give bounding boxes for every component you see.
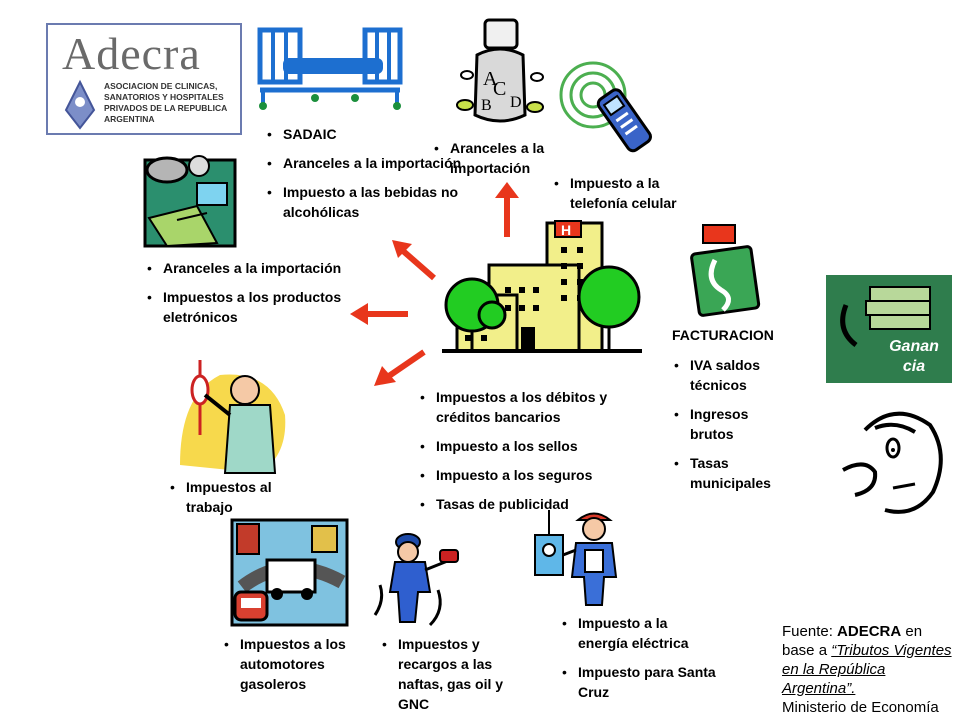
source-ministry: Ministerio de Economía <box>782 699 939 716</box>
electronics-list: Aranceles a la importación Impuestos a l… <box>145 258 345 336</box>
logo-figure-icon <box>64 79 96 130</box>
billing-list: IVA saldos técnicos Ingresos brutos Tasa… <box>672 355 792 502</box>
source-note: Fuente: ADECRA en base a “Tributos Vigen… <box>782 622 958 717</box>
arrow-down-left-icon <box>374 349 426 386</box>
hospital-list: Impuestos a los débitos y créditos banca… <box>418 387 643 523</box>
money-stack-icon <box>840 286 931 347</box>
list-item: Impuestos al trabajo <box>168 477 318 517</box>
logo-subtitle: ASOCIACION DE CLINICAS, SANATORIOS Y HOS… <box>104 81 227 124</box>
arrow-up-icon <box>495 182 519 237</box>
list-item: SADAIC <box>265 124 465 144</box>
list-item: Impuestos a los débitos y créditos banca… <box>418 387 643 427</box>
labor-list: Impuestos al trabajo <box>168 477 318 526</box>
adecra-logo: Adecra ASOCIACION DE CLINICAS, SANATORIO… <box>46 23 242 135</box>
source-org: ADECRA <box>837 623 902 640</box>
list-item: Impuestos a los productos eletrónicos <box>145 287 345 327</box>
medical-equipment-icon <box>143 155 237 248</box>
list-item: Impuesto a la energía eléctrica <box>560 613 720 653</box>
medicine-list: Aranceles a la importación <box>432 138 562 187</box>
source-doc: “Tributos Vigentes en la República Argen… <box>782 642 952 697</box>
list-item: Impuesto a los sellos <box>418 436 643 456</box>
list-item: Tasas de publicidad <box>418 494 643 514</box>
thinking-man-icon <box>842 411 943 514</box>
bed-list: SADAIC Aranceles a la importación Impues… <box>265 124 465 231</box>
list-item: Impuesto a las bebidas no alcohólicas <box>265 182 465 222</box>
svg-text:H: H <box>561 222 571 238</box>
electrician-icon <box>534 510 618 606</box>
logo-name: Adecra <box>62 28 201 79</box>
medicine-bottle-icon: A C B D <box>456 18 544 123</box>
cell-phone-icon <box>559 61 652 153</box>
hospital-building-icon: H <box>442 220 642 353</box>
svg-text:D: D <box>510 94 522 111</box>
phone-list: Impuesto a la telefonía celular <box>552 173 712 222</box>
svg-text:B: B <box>481 97 492 114</box>
list-item: Aranceles a la importación <box>145 258 345 278</box>
list-item: Impuesto a los seguros <box>418 465 643 485</box>
vehicles-list: Impuestos a los automotores gasoleros <box>222 634 372 703</box>
list-item: Impuesto a la telefonía celular <box>552 173 712 213</box>
money-icon <box>690 224 761 317</box>
gas-pump-worker-icon <box>373 533 459 627</box>
list-item: Impuesto para Santa Cruz <box>560 662 720 702</box>
list-item: Impuestos a los automotores gasoleros <box>222 634 372 694</box>
source-middle: en base a <box>782 623 923 659</box>
arrow-left-icon <box>350 303 408 325</box>
hospital-bed-icon <box>257 27 403 110</box>
list-item: IVA saldos técnicos <box>672 355 792 395</box>
list-item: Aranceles a la importación <box>265 153 465 173</box>
svg-text:A: A <box>483 68 498 90</box>
ambulance-icon <box>230 518 349 627</box>
ganancia-icon: Ganan cia <box>826 275 952 383</box>
fuel-list: Impuestos y recargos a las naftas, gas o… <box>380 634 530 723</box>
ganancia-label: Ganan cia <box>889 338 939 375</box>
svg-text:C: C <box>493 78 506 100</box>
nurse-icon <box>180 360 286 474</box>
list-item: Tasas municipales <box>672 453 792 493</box>
list-item: Aranceles a la importación <box>432 138 562 178</box>
billing-heading: FACTURACION <box>672 327 774 343</box>
list-item: Ingresos brutos <box>672 404 792 444</box>
energy-list: Impuesto a la energía eléctrica Impuesto… <box>560 613 720 711</box>
list-item: Impuestos y recargos a las naftas, gas o… <box>380 634 530 714</box>
source-prefix: Fuente: <box>782 623 838 640</box>
arrow-up-left-icon <box>392 240 436 281</box>
